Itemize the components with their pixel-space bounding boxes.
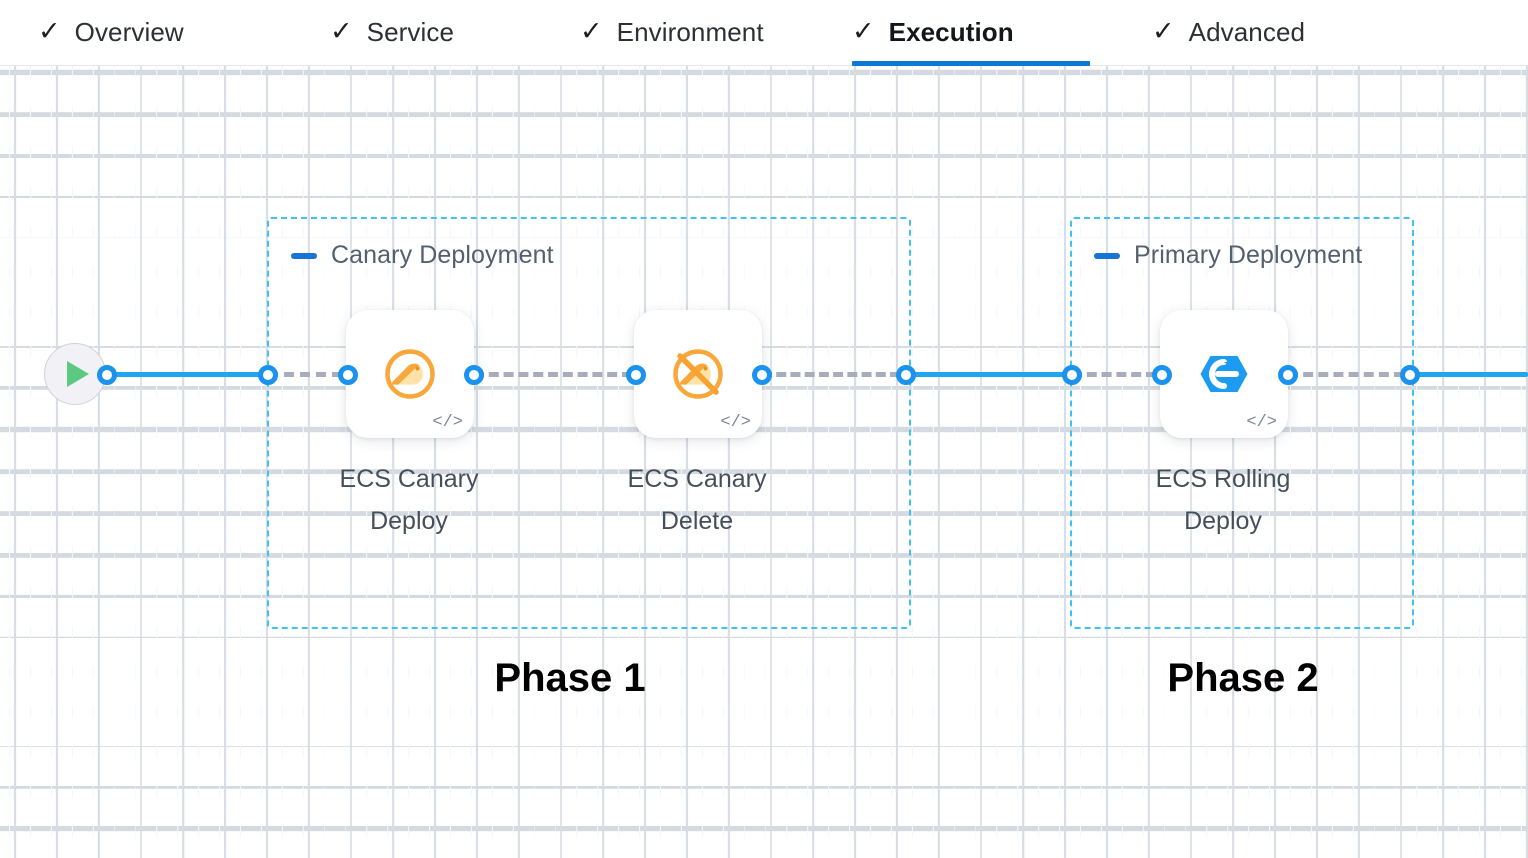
canary-bird-icon (380, 344, 440, 404)
port-primary-group-out[interactable] (1400, 365, 1420, 385)
port-canary-group-in[interactable] (258, 365, 278, 385)
group-box-primary-deployment[interactable]: Primary Deployment (1070, 217, 1414, 629)
tab-service[interactable]: ✓ Service (330, 0, 498, 65)
code-badge-icon[interactable]: </> (720, 413, 751, 432)
port-start-out[interactable] (97, 365, 117, 385)
check-icon: ✓ (580, 16, 603, 46)
port-canary-deploy-out[interactable] (464, 365, 484, 385)
edge-canary-group-to-deploy[interactable] (268, 372, 342, 377)
wizard-tab-bar: ✓Overview✓Service✓Environment✓Execution✓… (0, 0, 1528, 66)
port-canary-deploy-in[interactable] (338, 365, 358, 385)
edge-step-to-primary-out[interactable] (1288, 372, 1404, 377)
pipeline-start[interactable] (44, 343, 106, 405)
tab-label: Overview (74, 17, 184, 47)
tab-overview[interactable]: ✓ Overview (38, 0, 233, 65)
edge-delete-to-group-out[interactable] (762, 372, 900, 377)
tab-execution[interactable]: ✓ Execution (852, 0, 1090, 66)
tab-label: Service (366, 17, 455, 47)
group-header-primary-deployment: Primary Deployment (1094, 241, 1362, 270)
port-canary-group-out[interactable] (896, 365, 916, 385)
canary-bird-blocked-icon (668, 344, 728, 404)
phase-label-canary-deployment: Phase 1 (494, 656, 646, 700)
play-icon (67, 361, 89, 387)
edge-canary-to-primary[interactable] (906, 372, 1066, 377)
step-node-ecs-canary-delete[interactable]: </> (634, 310, 762, 438)
step-label-ecs-rolling-deploy: ECS Rolling Deploy (1155, 465, 1291, 535)
phase-label-primary-deployment: Phase 2 (1167, 656, 1319, 700)
tab-label: Execution (888, 17, 1014, 47)
edge-primary-out-to-right[interactable] (1410, 372, 1528, 377)
minus-icon[interactable] (1094, 252, 1120, 259)
tab-label: Environment (616, 17, 764, 47)
group-title: Canary Deployment (331, 241, 554, 269)
group-box-canary-deployment[interactable]: Canary Deployment (267, 217, 911, 629)
step-node-ecs-rolling-deploy[interactable]: </> (1160, 310, 1288, 438)
tab-label: Advanced (1188, 17, 1306, 47)
tab-active-underline (852, 61, 1090, 66)
step-node-ecs-canary-deploy[interactable]: </> (346, 310, 474, 438)
check-icon: ✓ (330, 16, 353, 46)
port-primary-group-in[interactable] (1062, 365, 1082, 385)
check-icon: ✓ (38, 16, 61, 46)
tab-advanced[interactable]: ✓ Advanced (1152, 0, 1357, 65)
port-canary-delete-in[interactable] (626, 365, 646, 385)
edge-primary-group-to-step[interactable] (1072, 372, 1156, 377)
edge-deploy-to-delete[interactable] (474, 372, 632, 377)
code-badge-icon[interactable]: </> (432, 413, 463, 432)
group-header-canary-deployment: Canary Deployment (291, 241, 554, 270)
edge-start-to-canary-group[interactable] (106, 372, 264, 377)
check-icon: ✓ (852, 16, 875, 46)
step-label-ecs-canary-delete: ECS Canary Delete (627, 465, 767, 535)
port-rolling-deploy-in[interactable] (1152, 365, 1172, 385)
group-title: Primary Deployment (1134, 241, 1363, 269)
ecs-rolling-icon (1194, 344, 1254, 404)
tab-environment[interactable]: ✓ Environment (580, 0, 820, 65)
step-label-ecs-canary-deploy: ECS Canary Deploy (339, 465, 479, 535)
code-badge-icon[interactable]: </> (1246, 413, 1277, 432)
check-icon: ✓ (1152, 16, 1175, 46)
minus-icon[interactable] (291, 252, 317, 259)
port-rolling-deploy-out[interactable] (1278, 365, 1298, 385)
port-canary-delete-out[interactable] (752, 365, 772, 385)
